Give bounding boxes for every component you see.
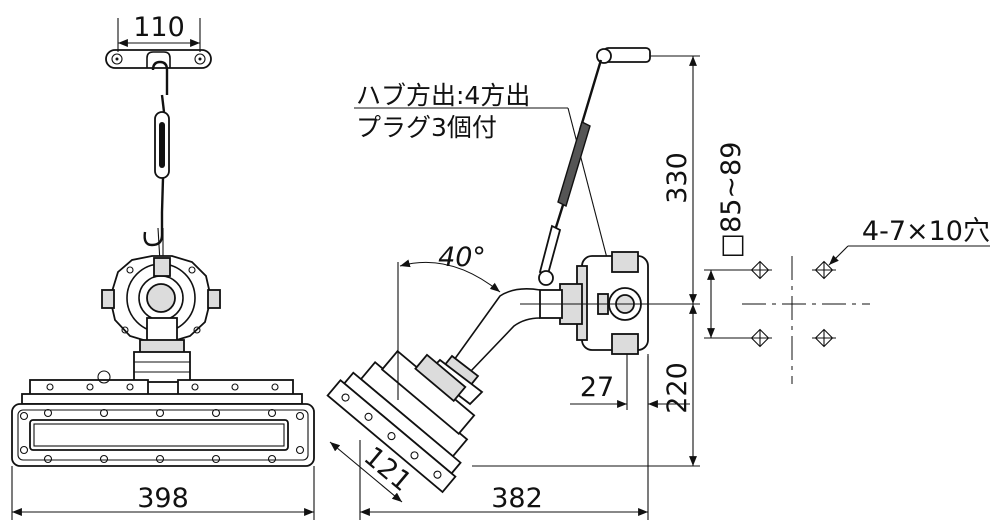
stem-front [133, 317, 191, 383]
dim-holes-label: 4-7×10穴 [862, 216, 990, 247]
hanger-arm [538, 47, 651, 286]
dim-angle-40: 40° [397, 242, 501, 400]
mount-hole [812, 328, 836, 348]
mount-hole [748, 260, 772, 280]
fixture-body-front [11, 370, 315, 467]
mounting-pattern: □85~89 4-7×10穴 [704, 142, 990, 384]
dim-27-label: 27 [580, 372, 614, 403]
junction-box-side [539, 251, 649, 355]
suspension-chain [143, 60, 170, 263]
dim-110-label: 110 [133, 12, 185, 43]
note-plug: プラグ3個付 [356, 113, 497, 142]
dim-220: 220 [472, 304, 700, 467]
dim-330-label: 330 [662, 152, 693, 204]
mount-hole [812, 260, 836, 280]
fixture-body-side [326, 349, 476, 494]
dim-382: 382 [359, 356, 649, 520]
front-view: 110 [11, 12, 315, 520]
dim-110: 110 [117, 12, 201, 52]
dim-angle-label: 40° [438, 242, 486, 273]
dim-27: 27 [570, 354, 690, 410]
note-hub: ハブ方出:4方出 [356, 81, 530, 110]
mount-hole [748, 328, 772, 348]
hanger-plate [105, 49, 212, 69]
hub-notes: ハブ方出:4方出 プラグ3個付 [354, 81, 609, 263]
dim-square-label: □85~89 [716, 142, 747, 259]
dim-398-label: 398 [137, 483, 189, 514]
dim-382-label: 382 [491, 483, 543, 514]
side-view: ハブ方出:4方出 プラグ3個付 [326, 47, 700, 520]
dim-330: 330 [650, 55, 700, 304]
dim-398: 398 [11, 466, 315, 520]
dim-220-label: 220 [662, 362, 693, 414]
